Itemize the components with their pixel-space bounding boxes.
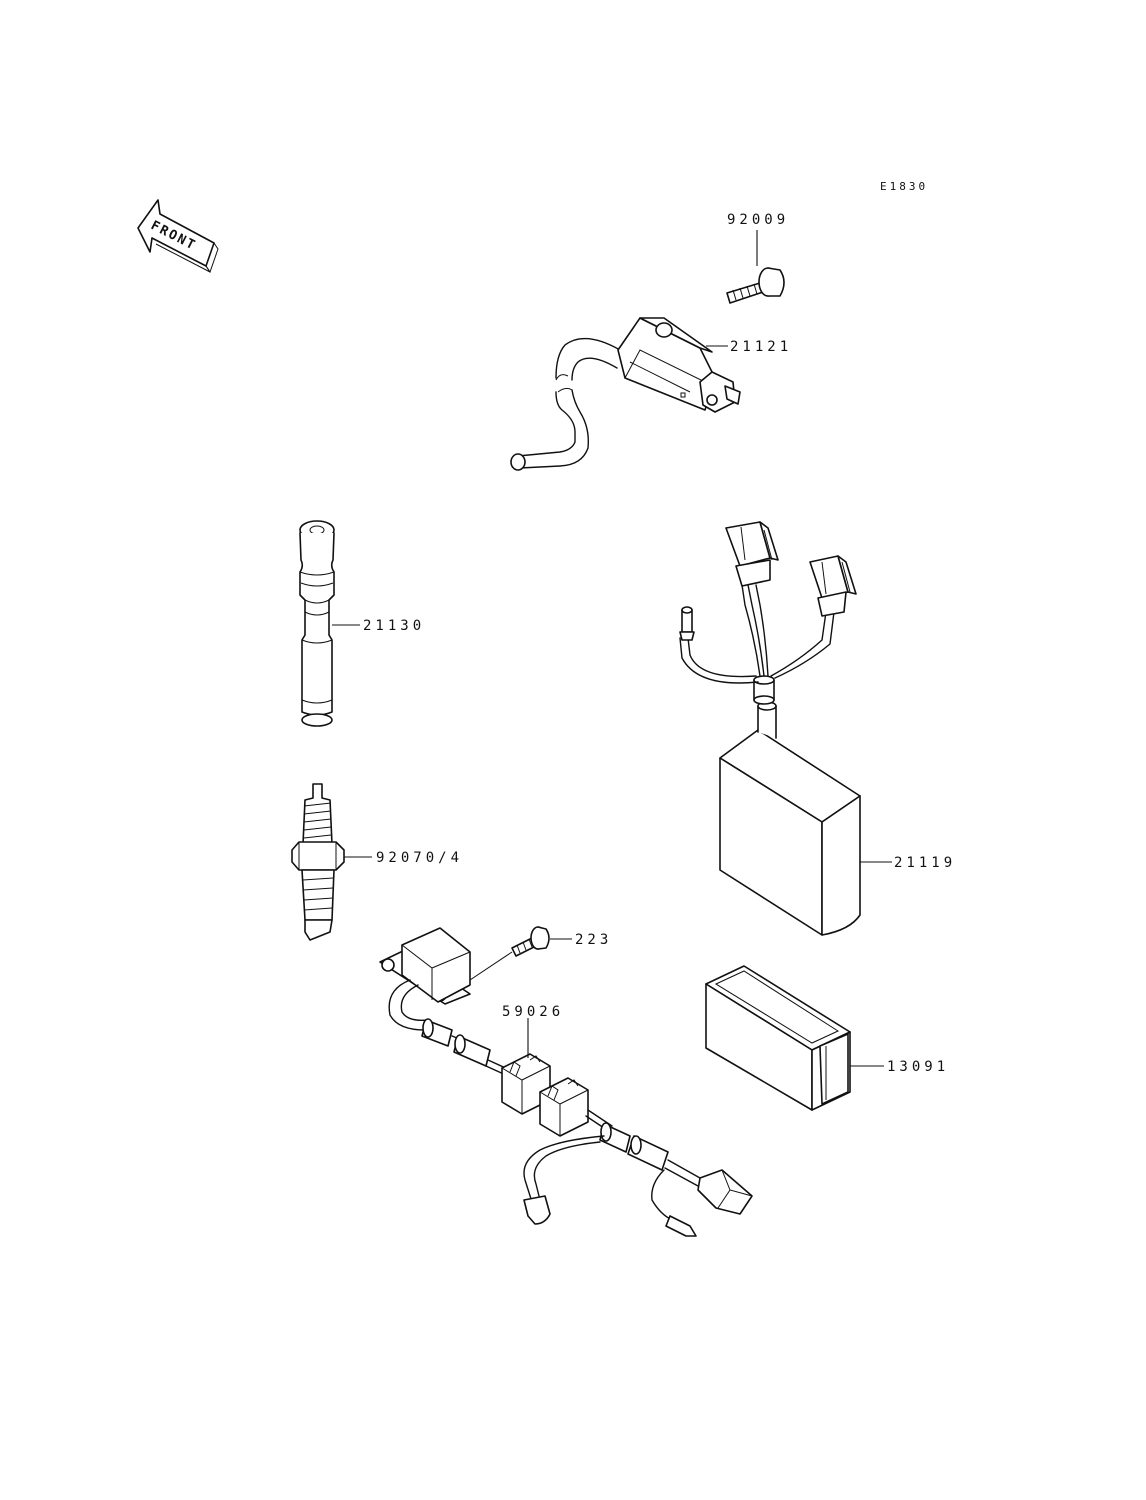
screw-223 [511, 926, 550, 957]
part-label-21119: 21119 [894, 855, 956, 871]
front-arrow-icon: FRONT [137, 199, 219, 274]
part-label-92009: 92009 [727, 212, 789, 228]
part-label-92070-4: 92070/4 [376, 850, 463, 866]
bolt-92009 [726, 267, 785, 304]
ignition-coil-21121 [510, 317, 741, 471]
spark-plug-cap-21130 [299, 520, 335, 727]
part-label-59026: 59026 [502, 1004, 564, 1020]
pickup-coil-harness [379, 927, 753, 1237]
case-13091 [705, 965, 851, 1111]
part-label-223: 223 [575, 932, 612, 948]
igniter-21119 [679, 521, 861, 936]
diagram-code: E1830 [880, 180, 928, 193]
part-label-21121: 21121 [730, 339, 792, 355]
spark-plug-92070-4 [291, 783, 345, 941]
part-label-13091: 13091 [887, 1059, 949, 1075]
part-label-21130: 21130 [363, 618, 425, 634]
